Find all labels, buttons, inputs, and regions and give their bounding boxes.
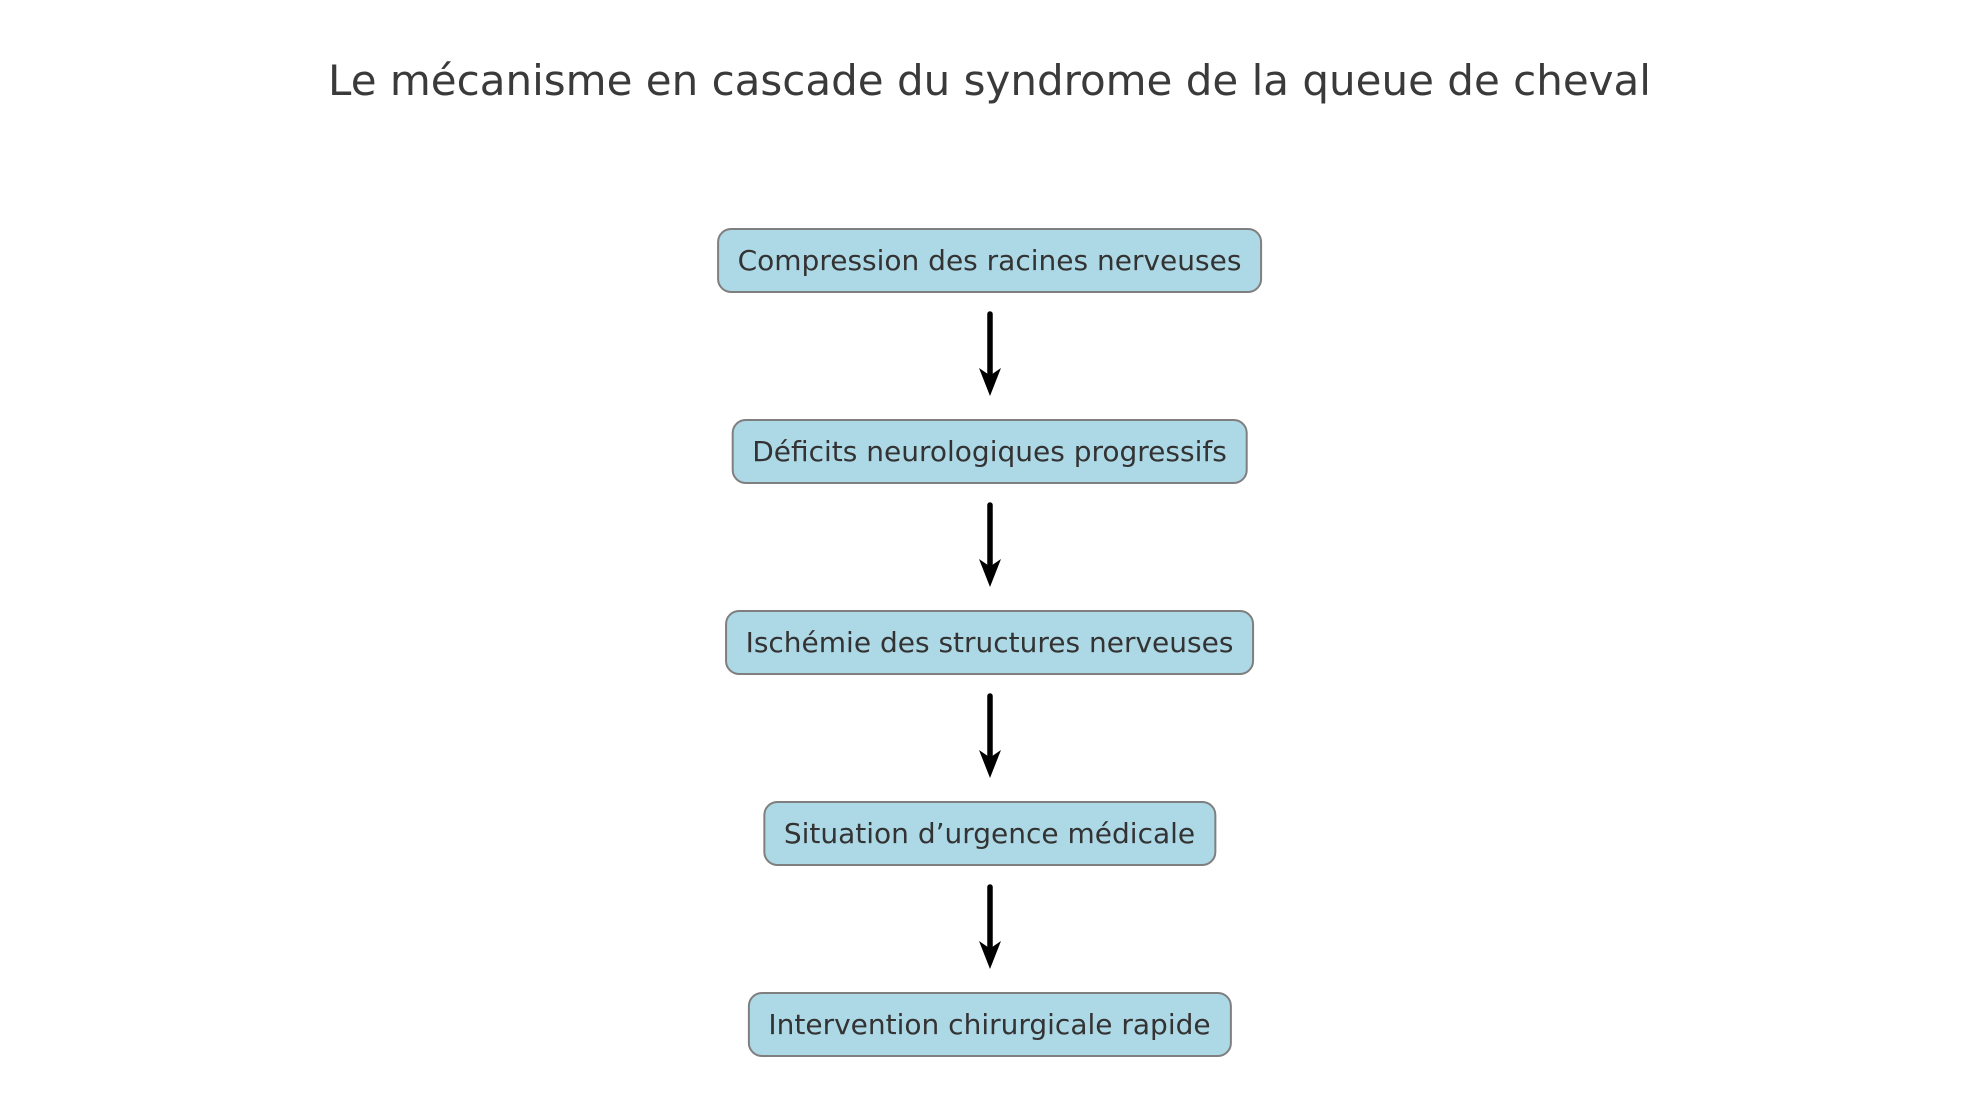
flow-node-deficits: Déficits neurologiques progressifs <box>731 419 1248 484</box>
flow-node-compression: Compression des racines nerveuses <box>716 228 1263 293</box>
arrow-down-icon <box>978 502 1001 587</box>
flow-node-label: Déficits neurologiques progressifs <box>752 435 1227 468</box>
flow-node-label: Situation d’urgence médicale <box>783 817 1196 850</box>
flow-node-intervention: Intervention chirurgicale rapide <box>747 992 1232 1057</box>
flow-node-urgence: Situation d’urgence médicale <box>762 801 1217 866</box>
diagram-title: Le mécanisme en cascade du syndrome de l… <box>328 56 1651 105</box>
arrow-down-icon <box>978 693 1001 778</box>
flow-node-label: Ischémie des structures nerveuses <box>745 626 1234 659</box>
flow-node-label: Compression des racines nerveuses <box>737 244 1242 277</box>
arrow-down-icon <box>978 884 1001 969</box>
flow-node-ischemie: Ischémie des structures nerveuses <box>724 610 1255 675</box>
arrow-down-icon <box>978 311 1001 396</box>
flow-node-label: Intervention chirurgicale rapide <box>768 1008 1211 1041</box>
